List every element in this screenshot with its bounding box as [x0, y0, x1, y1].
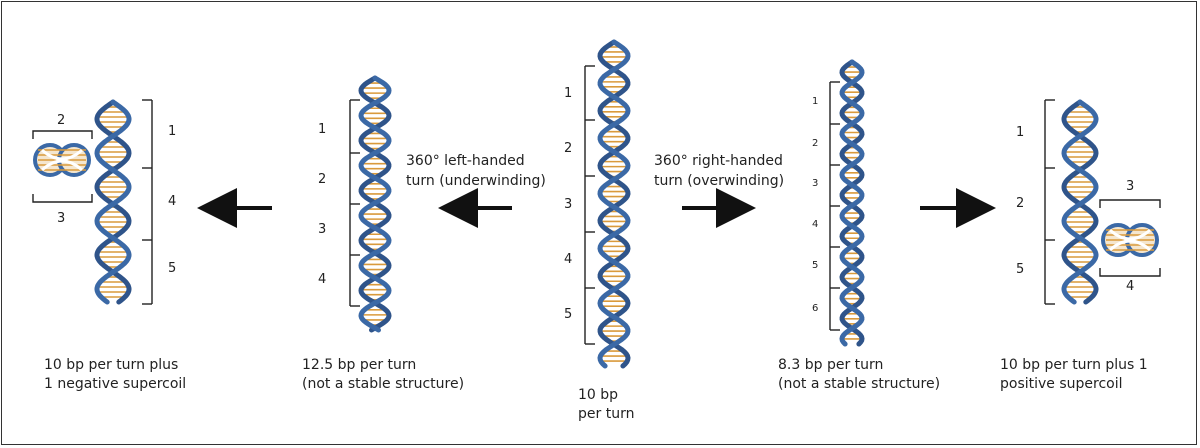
- negative-strand-front: [94, 99, 132, 305]
- overwound-turn-4: 4: [812, 219, 818, 230]
- positive-loop-bottom-bracket: [1099, 268, 1161, 277]
- overwound-turn-3: 3: [812, 178, 818, 189]
- right-turn-label-line2: turn (overwinding): [654, 173, 784, 189]
- positive-loop-top-bracket: [1099, 199, 1161, 208]
- positive-caption-line1: 10 bp per turn plus 1: [1000, 357, 1148, 373]
- positive-caption-line2: positive supercoil: [1000, 376, 1123, 392]
- overwound-caption-line2: (not a stable structure): [778, 376, 941, 392]
- positive-loop-crossing: [1108, 228, 1152, 252]
- negative-loop-bottom-bracket: [32, 194, 93, 203]
- relaxed-strand-front: [597, 39, 631, 369]
- underwound-caption-line2: (not a stable structure): [302, 376, 465, 392]
- relaxed-turn-4: 4: [564, 252, 572, 267]
- underwound-turn-3: 3: [318, 222, 326, 237]
- overwound-turn-6: 6: [812, 303, 818, 314]
- positive-turn-1: 1: [1016, 125, 1024, 140]
- relaxed-caption-line2: per turn: [578, 406, 635, 422]
- overwound-caption-line1: 8.3 bp per turn: [778, 357, 884, 373]
- negative-loop-top-bracket: [32, 130, 93, 139]
- negative-caption-line1: 10 bp per turn plus: [44, 357, 179, 373]
- underwound-caption: 12.5 bp per turn (not a stable structure…: [302, 356, 464, 394]
- underwound-turn-1: 1: [318, 122, 326, 137]
- positive-loop-top-number: 3: [1126, 179, 1134, 194]
- negative-supercoil-helix: [94, 99, 132, 305]
- positive-strand-front: [1061, 99, 1099, 305]
- overwound-strand-back: [839, 59, 865, 347]
- negative-loop-bottom-number: 3: [57, 211, 65, 226]
- negative-turn-1: 1: [168, 124, 176, 139]
- negative-supercoil-loop: [33, 143, 91, 177]
- overwound-turn-2: 2: [812, 138, 818, 149]
- negative-caption-line2: 1 negative supercoil: [44, 376, 187, 392]
- underwound-strand-front: [358, 75, 392, 333]
- relaxed-turn-3: 3: [564, 197, 572, 212]
- left-turn-label-line2: turn (underwinding): [406, 173, 546, 189]
- negative-loop-top-number: 2: [57, 113, 65, 128]
- negative-turn-2: 4: [168, 194, 176, 209]
- positive-turn-3: 5: [1016, 262, 1024, 277]
- underwound-caption-line1: 12.5 bp per turn: [302, 357, 417, 373]
- negative-caption: 10 bp per turn plus 1 negative supercoil: [44, 356, 186, 394]
- negative-turn-3: 5: [168, 261, 176, 276]
- relaxed-helix: [597, 39, 631, 369]
- underwound-turn-2: 2: [318, 172, 326, 187]
- overwound-caption: 8.3 bp per turn (not a stable structure): [778, 356, 940, 394]
- positive-loop-bottom-number: 4: [1126, 279, 1134, 294]
- overwound-turn-1: 1: [812, 96, 818, 107]
- positive-supercoil-helix: [1061, 99, 1099, 305]
- left-turn-label-line1: 360° left-handed: [406, 153, 525, 169]
- underwound-helix: [358, 75, 392, 333]
- right-turn-label-line1: 360° right-handed: [654, 153, 783, 169]
- overwound-helix: [839, 59, 865, 347]
- relaxed-turn-5: 5: [564, 307, 572, 322]
- relaxed-caption: 10 bp per turn: [578, 386, 634, 424]
- underwound-turn-4: 4: [318, 272, 326, 287]
- relaxed-caption-line1: 10 bp: [578, 387, 619, 403]
- relaxed-turn-1: 1: [564, 86, 572, 101]
- overwound-turn-5: 5: [812, 260, 818, 271]
- relaxed-turn-2: 2: [564, 141, 572, 156]
- positive-supercoil-loop: [1101, 223, 1159, 257]
- overwound-strand-front: [839, 59, 865, 347]
- positive-turn-2: 2: [1016, 196, 1024, 211]
- turn-brackets: [32, 65, 1161, 345]
- negative-loop-crossing: [40, 148, 84, 172]
- positive-caption: 10 bp per turn plus 1 positive supercoil: [1000, 356, 1148, 394]
